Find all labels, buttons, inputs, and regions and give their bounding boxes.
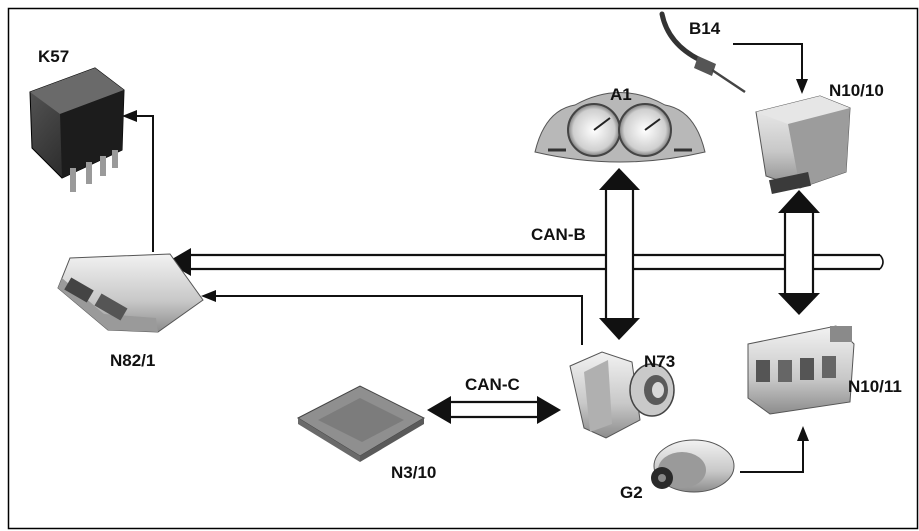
b14-sensor-image — [659, 11, 746, 94]
n10-11-module-image — [747, 325, 855, 415]
n82-1-module-image — [57, 253, 204, 333]
can-b-arrowhead-n82-1 — [167, 248, 191, 276]
label-n10-10: N10/10 — [829, 81, 884, 100]
label-can-b: CAN-B — [531, 225, 586, 244]
label-can-c: CAN-C — [465, 375, 520, 394]
can-c-link — [427, 396, 561, 424]
g2-to-n10-11-line — [740, 426, 809, 473]
b14-to-n10-10-line — [733, 43, 808, 94]
label-g2: G2 — [620, 483, 643, 502]
label-n10-11: N10/11 — [848, 377, 902, 396]
n3-10-ecu-image — [296, 385, 426, 462]
label-k57: K57 — [38, 47, 69, 66]
label-n3-10: N3/10 — [391, 463, 436, 482]
a1-instrument-cluster-image — [534, 92, 706, 163]
n73-to-n82-1-line — [201, 290, 583, 345]
k57-relay-image — [29, 67, 125, 192]
label-n73: N73 — [644, 352, 675, 371]
n10-10-module-image — [755, 95, 851, 195]
label-n82-1: N82/1 — [110, 351, 155, 370]
n73-ignition-switch-image — [569, 351, 675, 439]
n82-1-to-k57-line — [122, 110, 154, 252]
a1-n73-link — [599, 168, 640, 340]
label-b14: B14 — [689, 19, 721, 38]
g2-generator-image — [651, 439, 735, 493]
n10-10-n10-11-link — [778, 190, 820, 315]
can-b-bus — [191, 253, 884, 271]
label-a1: A1 — [610, 85, 632, 104]
